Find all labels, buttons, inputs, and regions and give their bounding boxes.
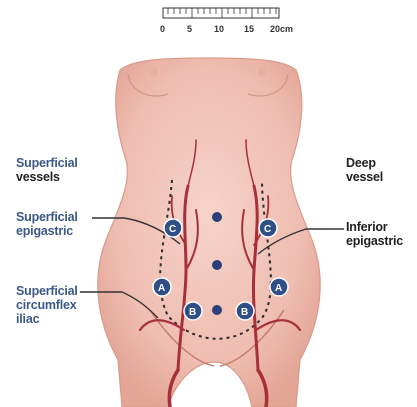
superficial-vessels-heading: Superficial vessels: [16, 156, 78, 184]
marker-c-left: C: [164, 219, 182, 237]
scale-tick-5: 5: [187, 24, 192, 34]
svg-text:A: A: [275, 283, 282, 294]
heading-line: vessel: [346, 170, 383, 184]
heading-line: vessels: [16, 170, 78, 184]
perforator-dot: [212, 260, 222, 270]
scale-tick-15: 15: [244, 24, 254, 34]
scale-tick-10: 10: [214, 24, 224, 34]
perforator-dot: [212, 212, 222, 222]
svg-text:B: B: [189, 307, 196, 318]
deep-vessel-heading: Deep vessel: [346, 156, 383, 184]
label-line: Superficial: [16, 284, 78, 298]
marker-c-right: C: [259, 219, 277, 237]
superficial-epigastric-label: Superficial epigastric: [16, 210, 78, 238]
left-nipple: [150, 68, 158, 76]
svg-text:B: B: [241, 307, 248, 318]
label-line: iliac: [16, 312, 78, 326]
marker-b-left: B: [184, 302, 202, 320]
label-line: epigastric: [16, 224, 78, 238]
label-line: epigastric: [346, 234, 403, 248]
label-line: Inferior: [346, 220, 403, 234]
superficial-circumflex-iliac-label: Superficial circumflex iliac: [16, 284, 78, 326]
right-nipple: [258, 68, 266, 76]
label-line: circumflex: [16, 298, 78, 312]
perforator-dot: [212, 305, 222, 315]
scale-bar: 0 5 10 15 20cm: [160, 8, 293, 34]
scale-tick-20: 20cm: [270, 24, 293, 34]
svg-text:C: C: [264, 224, 271, 235]
inferior-epigastric-label: Inferior epigastric: [346, 220, 403, 248]
scale-tick-0: 0: [160, 24, 165, 34]
marker-a-left: A: [153, 278, 171, 296]
heading-line: Deep: [346, 156, 383, 170]
marker-b-right: B: [236, 302, 254, 320]
label-line: Superficial: [16, 210, 78, 224]
torso: [98, 58, 320, 407]
marker-a-right: A: [270, 278, 288, 296]
svg-text:C: C: [169, 224, 176, 235]
svg-text:A: A: [158, 283, 165, 294]
heading-line: Superficial: [16, 156, 78, 170]
